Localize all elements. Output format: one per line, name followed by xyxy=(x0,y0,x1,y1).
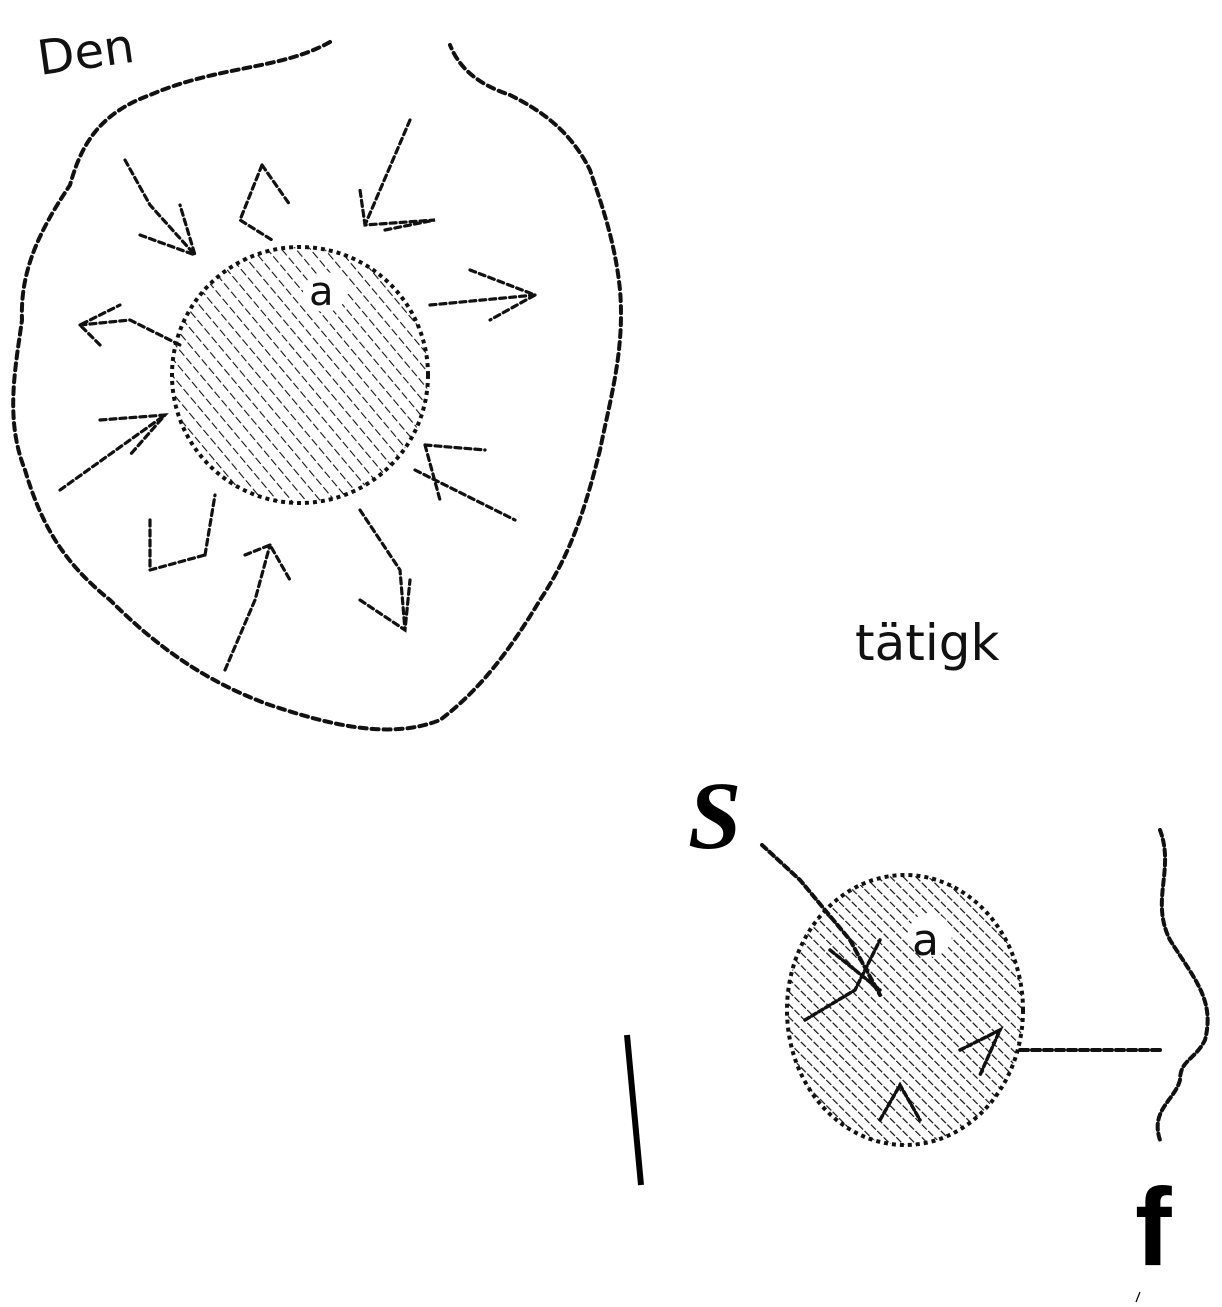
tatigk-figure xyxy=(762,830,1208,1145)
f-label: f xyxy=(1135,1166,1172,1289)
den-figure xyxy=(13,42,621,729)
den-label: Den xyxy=(34,18,138,87)
small-tick xyxy=(1136,1292,1140,1302)
core-label-a: a xyxy=(309,269,334,315)
small-core-label-a: a xyxy=(912,915,939,966)
tatigk-boundary xyxy=(1158,830,1208,1140)
den-core xyxy=(172,247,428,503)
vertical-bar xyxy=(627,1035,641,1185)
tatigk-label: tätigk xyxy=(855,614,999,672)
s-label: S xyxy=(688,762,741,869)
